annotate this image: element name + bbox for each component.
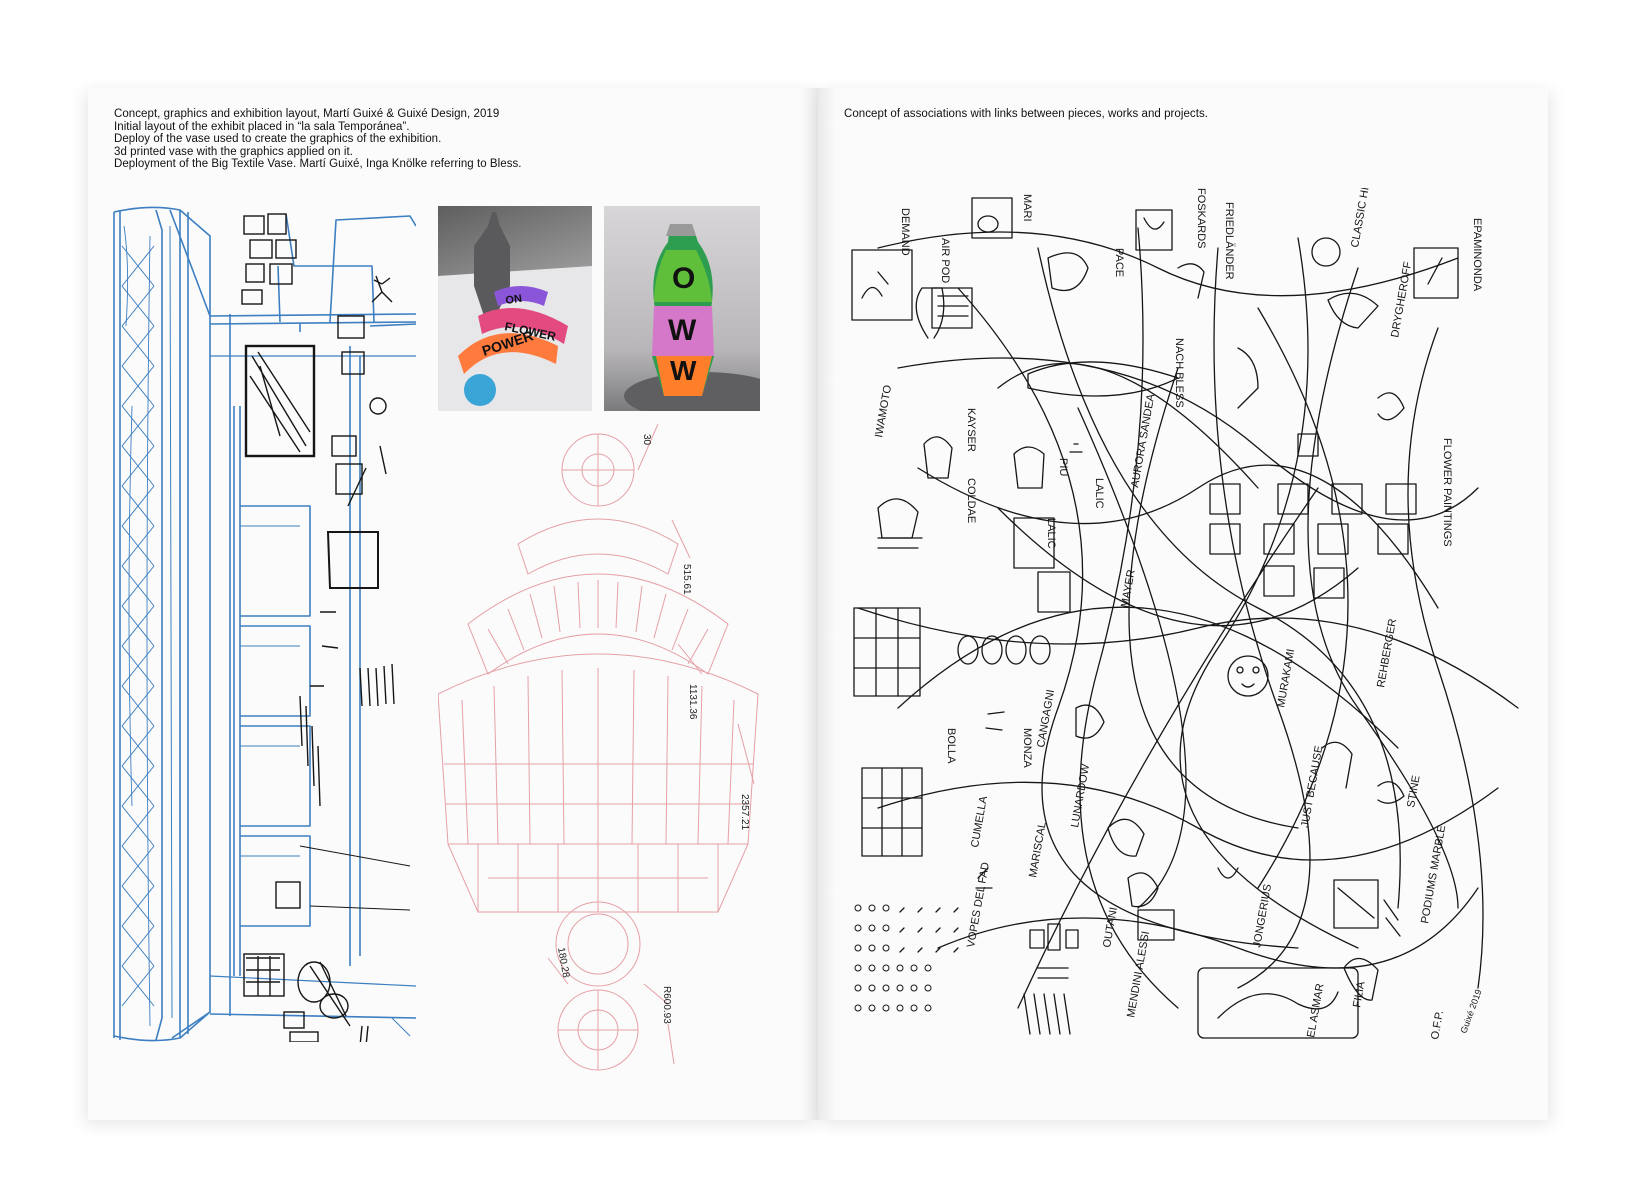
sketch-label: EPAMINONDA bbox=[1471, 218, 1483, 292]
sketch-label: JUST BECAUSE bbox=[1299, 745, 1325, 829]
sketch-label: COLDAE bbox=[965, 478, 977, 523]
sketch-label: CUMELLA bbox=[969, 795, 990, 849]
sketch-label: FILIA bbox=[1351, 980, 1367, 1009]
sketch-label: AURORA SANDEA bbox=[1129, 392, 1157, 488]
dimension-label: 30 bbox=[641, 434, 652, 446]
printed-vase-photo: O W W bbox=[604, 206, 760, 411]
exhibition-layout-sketch bbox=[113, 206, 416, 1042]
caption-line: Concept, graphics and exhibition layout,… bbox=[114, 108, 500, 120]
sketch-label: JONGERIUS bbox=[1251, 883, 1274, 948]
sketch-label: NACH BLESS bbox=[1173, 338, 1185, 408]
sketch-label: DEMAND bbox=[899, 208, 911, 256]
dot-cluster bbox=[854, 904, 932, 1012]
crosshatch-floor bbox=[121, 245, 155, 1007]
sketch-label: PACE bbox=[1113, 248, 1125, 277]
sketch-label: DRYGHEROFF bbox=[1389, 261, 1414, 339]
caption-line: Deploy of the vase used to create the gr… bbox=[114, 133, 442, 146]
left-page: Concept, graphics and exhibition layout,… bbox=[88, 88, 818, 1120]
vase-deploy-photo: ON FLOWER POWER bbox=[438, 206, 592, 411]
sketch-label: Guixé 2019 bbox=[1458, 988, 1483, 1035]
sketch-label: REHBERGER bbox=[1375, 618, 1399, 689]
dimension-label: R600.93 bbox=[661, 986, 672, 1024]
dimension-label: 1131.36 bbox=[687, 684, 698, 720]
dimension-label: 515.61 bbox=[681, 564, 692, 595]
sketch-label: KAYSER bbox=[965, 408, 977, 452]
sketch-label: FRIEDLÄNDER bbox=[1223, 202, 1235, 280]
sketch-label: MAYER bbox=[1119, 569, 1137, 609]
dimension-label: 180.28 bbox=[555, 947, 571, 979]
sketch-label: LUNARDOW bbox=[1069, 763, 1092, 829]
photo-word: ON bbox=[505, 293, 523, 307]
caption-line: Initial layout of the exhibit placed in … bbox=[114, 120, 410, 133]
dimension-label: 2357.21 bbox=[739, 794, 750, 831]
sketch-label: LALIC bbox=[1093, 478, 1105, 509]
association-sketch: DEMAND AIR POD MARI PACE FOSKARDS FRIEDL… bbox=[851, 188, 1519, 1041]
sketch-label: MENDINI ALESSI bbox=[1125, 930, 1152, 1018]
sketch-label: IWAMOTO bbox=[873, 384, 894, 439]
sketch-label: LALIC bbox=[1045, 518, 1057, 549]
sketch-label: MONZA bbox=[1021, 728, 1033, 768]
exhibit-objects bbox=[241, 213, 411, 1042]
right-page: Concept of associations with links betwe… bbox=[818, 88, 1548, 1120]
vase-deploy-drawing: 30 515.61 1131.36 2357.21 180.28 R600.93 bbox=[438, 424, 759, 1071]
sketch-label: FOSKARDS bbox=[1195, 188, 1207, 249]
left-caption: Concept, graphics and exhibition layout,… bbox=[114, 108, 522, 171]
sketch-label: MARISCAL bbox=[1027, 821, 1049, 878]
sketch-label: PIU bbox=[1057, 458, 1069, 476]
sketch-label: AIR POD bbox=[939, 238, 951, 283]
sketch-label: PODIUMS MARBLE bbox=[1419, 824, 1448, 924]
sketch-label: MARI bbox=[1021, 194, 1033, 222]
sketch-label: OUTANI bbox=[1101, 906, 1120, 948]
sketch-label: EL ASMAR bbox=[1305, 983, 1326, 1039]
sketch-label: CLASSIC HISTORICAL bbox=[1349, 188, 1381, 249]
sketch-label: MURAKAMI bbox=[1275, 648, 1297, 708]
sketch-label: O.F.P. bbox=[1429, 1010, 1446, 1041]
sketch-label: STINE bbox=[1405, 775, 1422, 809]
photo-letter: O bbox=[672, 262, 695, 295]
sketch-label: VOPES DEL FAD bbox=[965, 861, 992, 948]
spine-gutter bbox=[800, 88, 836, 1120]
book-spread: Concept, graphics and exhibition layout,… bbox=[88, 88, 1548, 1120]
photo-letter: W bbox=[670, 355, 697, 386]
sketch-label: FLOWER PAINTINGS bbox=[1441, 438, 1453, 547]
caption-line: Deployment of the Big Textile Vase. Mart… bbox=[114, 158, 522, 171]
photo-letter: W bbox=[668, 314, 697, 347]
right-caption: Concept of associations with links betwe… bbox=[844, 108, 1209, 120]
sketch-label: BOLLA bbox=[945, 728, 957, 764]
caption-line: 3d printed vase with the graphics applie… bbox=[114, 145, 353, 158]
